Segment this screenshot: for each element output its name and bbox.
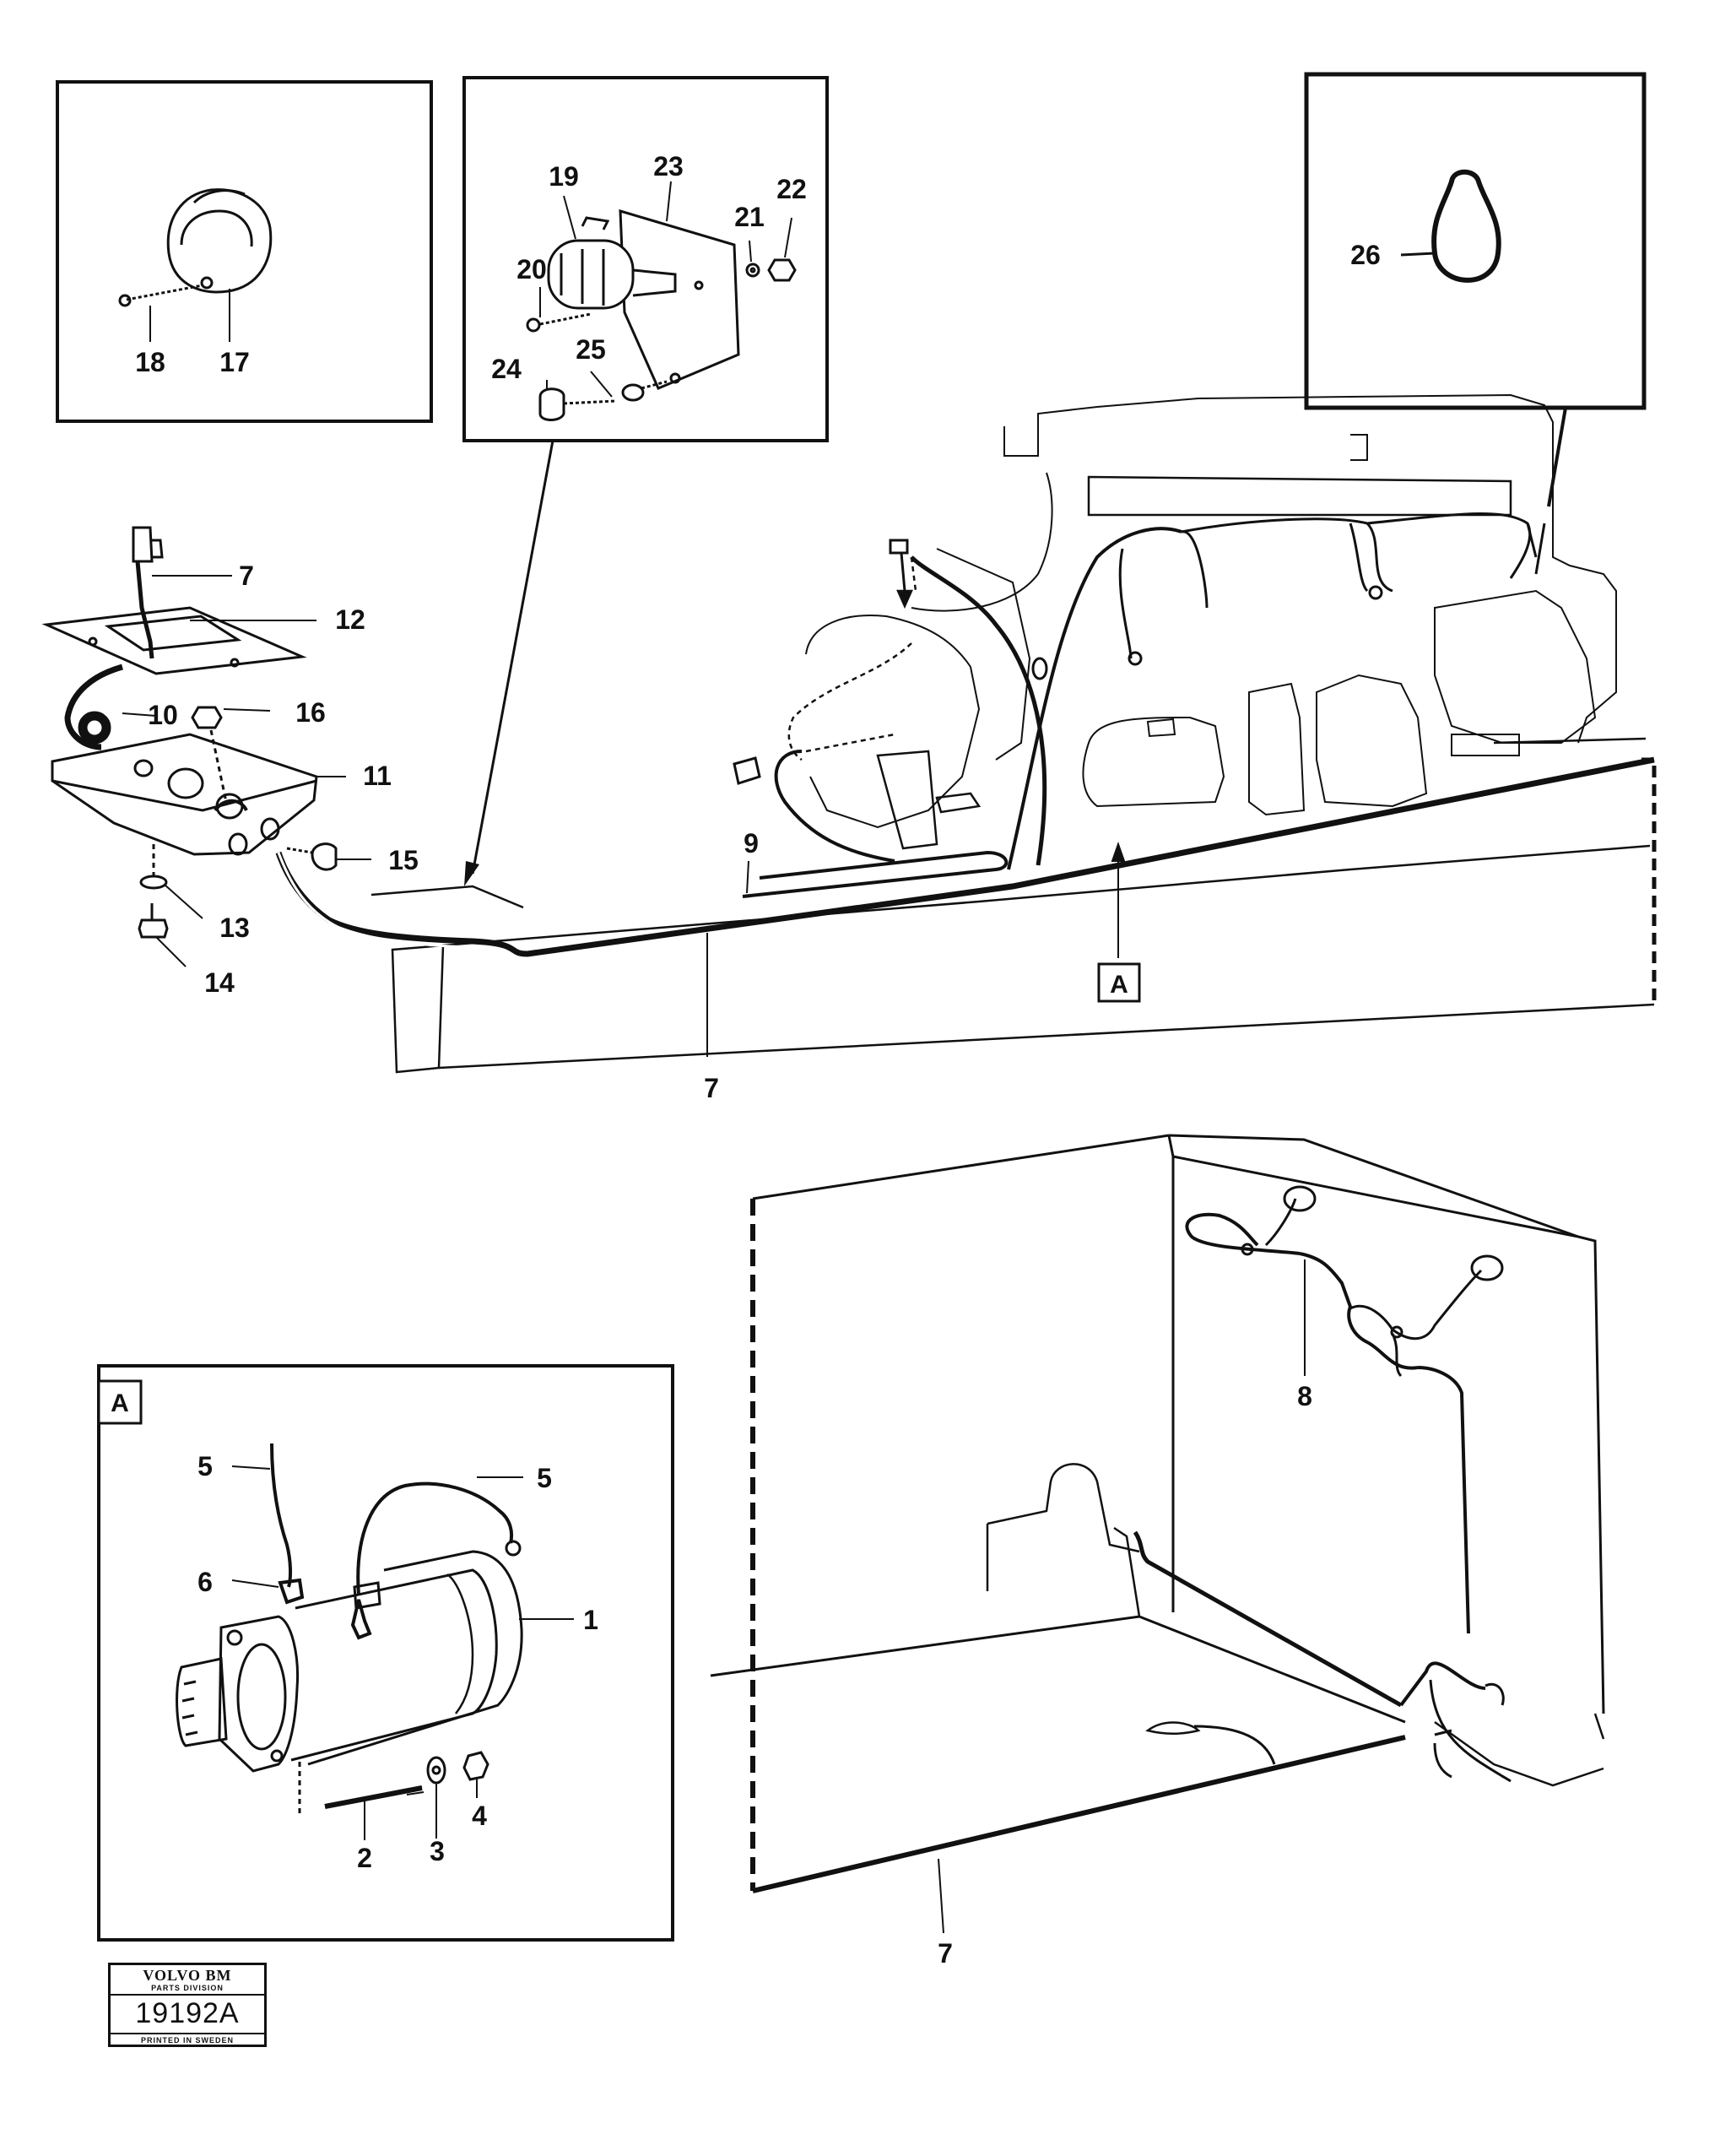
callout-6: 6: [197, 1567, 213, 1597]
callout-8: 8: [1297, 1381, 1312, 1411]
switch-bracket-assembly: [41, 526, 338, 939]
inset-a-label: A: [111, 1389, 129, 1417]
callout-23: 23: [653, 151, 684, 181]
stamp-division: PARTS DIVISION: [111, 1984, 264, 1996]
inset-box-horn: 18 17: [56, 80, 433, 423]
callout-17: 17: [219, 347, 250, 377]
leader-7-bottom: [938, 1858, 944, 1934]
callout-5-right: 5: [537, 1463, 552, 1493]
inset-box-starter: A: [97, 1364, 674, 1942]
stamp-brand: VOLVO BM: [143, 1967, 232, 1984]
main-view-engine: [733, 393, 1617, 870]
inset-box-grommet: 26: [1304, 72, 1647, 507]
stamp-drawing-number: 19192A: [135, 1997, 240, 2029]
callout-4: 4: [472, 1801, 487, 1831]
volvo-bm-parts-stamp: VOLVO BM PARTS DIVISION 19192A PRINTED I…: [108, 1963, 267, 2047]
callout-2: 2: [357, 1843, 372, 1873]
callout-16: 16: [295, 697, 326, 728]
callout-22: 22: [776, 174, 807, 204]
callout-26: 26: [1350, 240, 1381, 270]
callout-20: 20: [516, 254, 547, 284]
grommet-part-drawing: [1431, 169, 1501, 283]
cab-floor-view: [710, 1134, 1605, 1893]
callout-1: 1: [583, 1605, 598, 1635]
frame-rail: [370, 737, 1657, 1074]
callout-7-middle: 7: [704, 1073, 719, 1103]
stamp-printed-in: PRINTED IN SWEDEN: [111, 2033, 264, 2045]
main-leaders: [122, 575, 1126, 1057]
callout-19: 19: [549, 161, 579, 192]
svg-text:A: A: [1110, 971, 1128, 999]
callout-3: 3: [430, 1836, 445, 1866]
relay-part-drawing: [526, 209, 797, 421]
callout-18: 18: [135, 347, 165, 377]
callout-7-bottom: 7: [938, 1938, 953, 1969]
callout-5-left: 5: [197, 1451, 213, 1481]
detail-reference-a-main: A: [1097, 962, 1141, 1003]
callout-14: 14: [204, 967, 235, 998]
callout-24: 24: [491, 354, 522, 384]
callout-9: 9: [744, 828, 759, 858]
callout-7-top: 7: [239, 561, 254, 591]
callout-10: 10: [148, 700, 178, 730]
main-cable-harness: [275, 756, 1655, 957]
inset-box-relay: 19 23 21 22 20 24 25: [462, 76, 829, 886]
callout-15: 15: [388, 845, 419, 875]
callout-13: 13: [219, 913, 250, 943]
callout-25: 25: [576, 334, 606, 365]
callout-12: 12: [335, 604, 365, 635]
starter-motor-drawing: [176, 1443, 523, 1815]
horn-part-drawing: [118, 188, 273, 307]
callout-11: 11: [363, 761, 392, 791]
callout-21: 21: [734, 202, 765, 232]
